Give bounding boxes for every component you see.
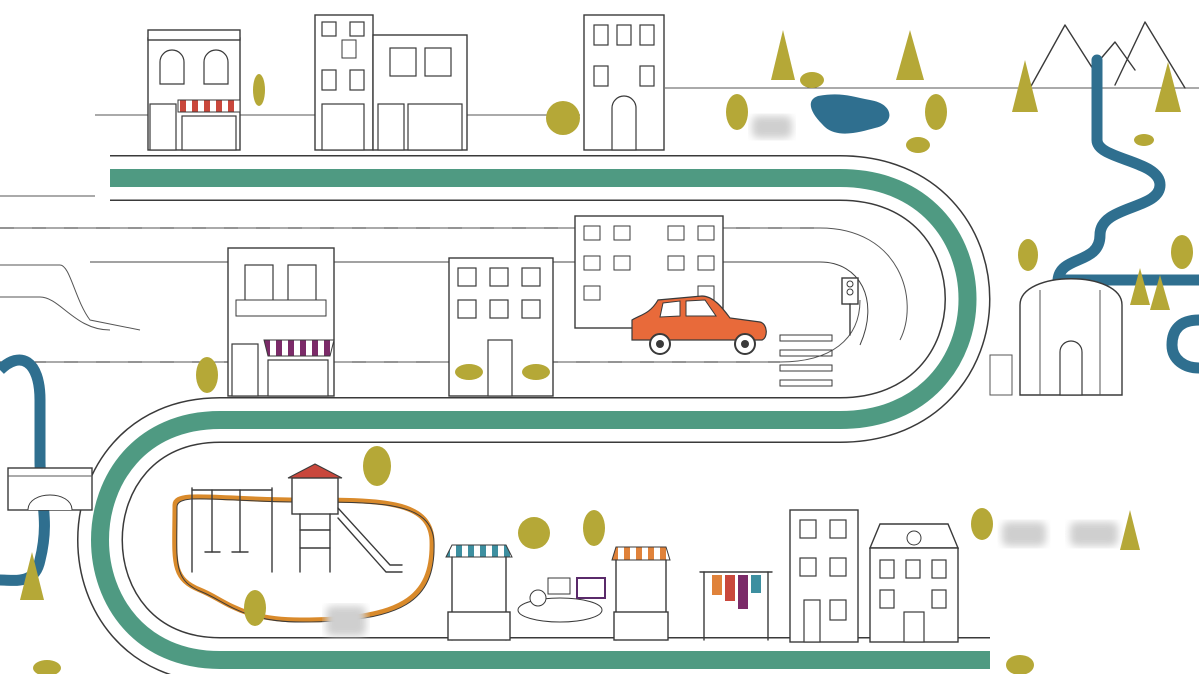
greenhouse-icon [989,278,1123,396]
clothes-rack-icon [699,571,773,641]
inner-road [0,227,908,363]
middle-block [574,215,724,329]
river [1052,54,1199,286]
green-road [77,155,991,674]
car-icon [631,295,767,355]
lake [810,94,890,134]
tree-icon [20,30,1193,674]
blurred-patches [326,116,1118,636]
swing-set-icon [191,487,273,573]
mountain-icon [1029,21,1186,89]
market-stall-icon [445,544,513,641]
traffic-light-icon [841,277,859,336]
top-apartment [314,14,468,151]
bridge-icon [7,467,93,511]
top-tall-house [583,14,665,151]
bottom-house-left [789,509,859,643]
slide-icon [287,463,403,573]
playground [172,463,435,623]
antique-stall [517,577,606,623]
crosswalk [779,334,833,387]
market-stall-orange [611,546,671,641]
bottom-house-right [868,523,960,643]
middle-shop-purple [227,247,335,397]
top-left-shop [147,29,241,151]
